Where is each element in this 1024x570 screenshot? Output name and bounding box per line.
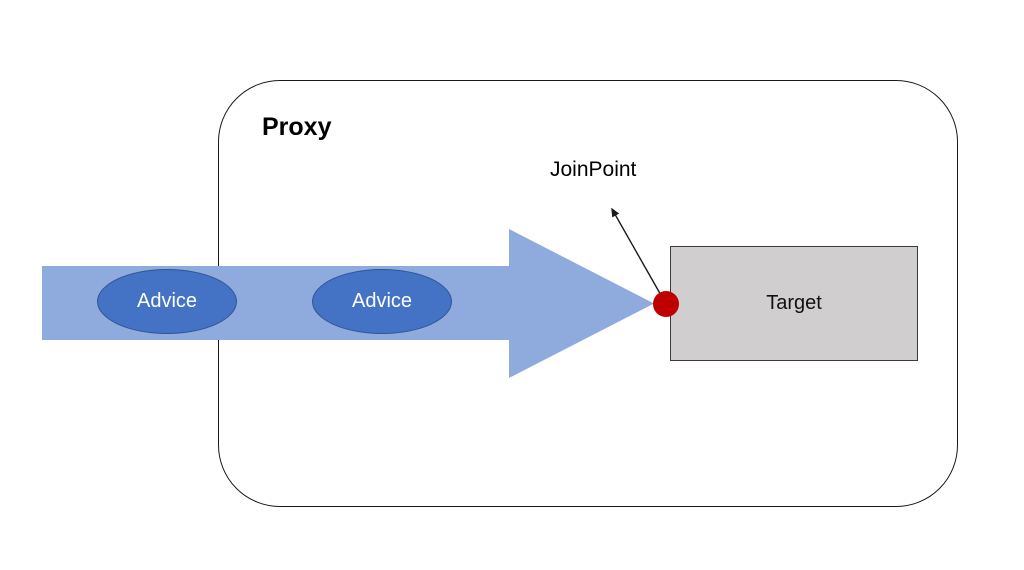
advice-label: Advice — [351, 290, 413, 312]
joinpoint-label: JoinPoint — [550, 158, 637, 181]
proxy-label: Proxy — [262, 113, 332, 141]
advice-ellipse: Advice — [312, 269, 452, 334]
advice-label: Advice — [136, 290, 198, 312]
joinpoint-dot-icon — [653, 291, 679, 317]
target-box: Target — [670, 246, 918, 361]
target-label: Target — [766, 292, 822, 314]
joinpoint-connector-arrow — [611, 207, 663, 298]
advice-ellipse: Advice — [97, 269, 237, 334]
